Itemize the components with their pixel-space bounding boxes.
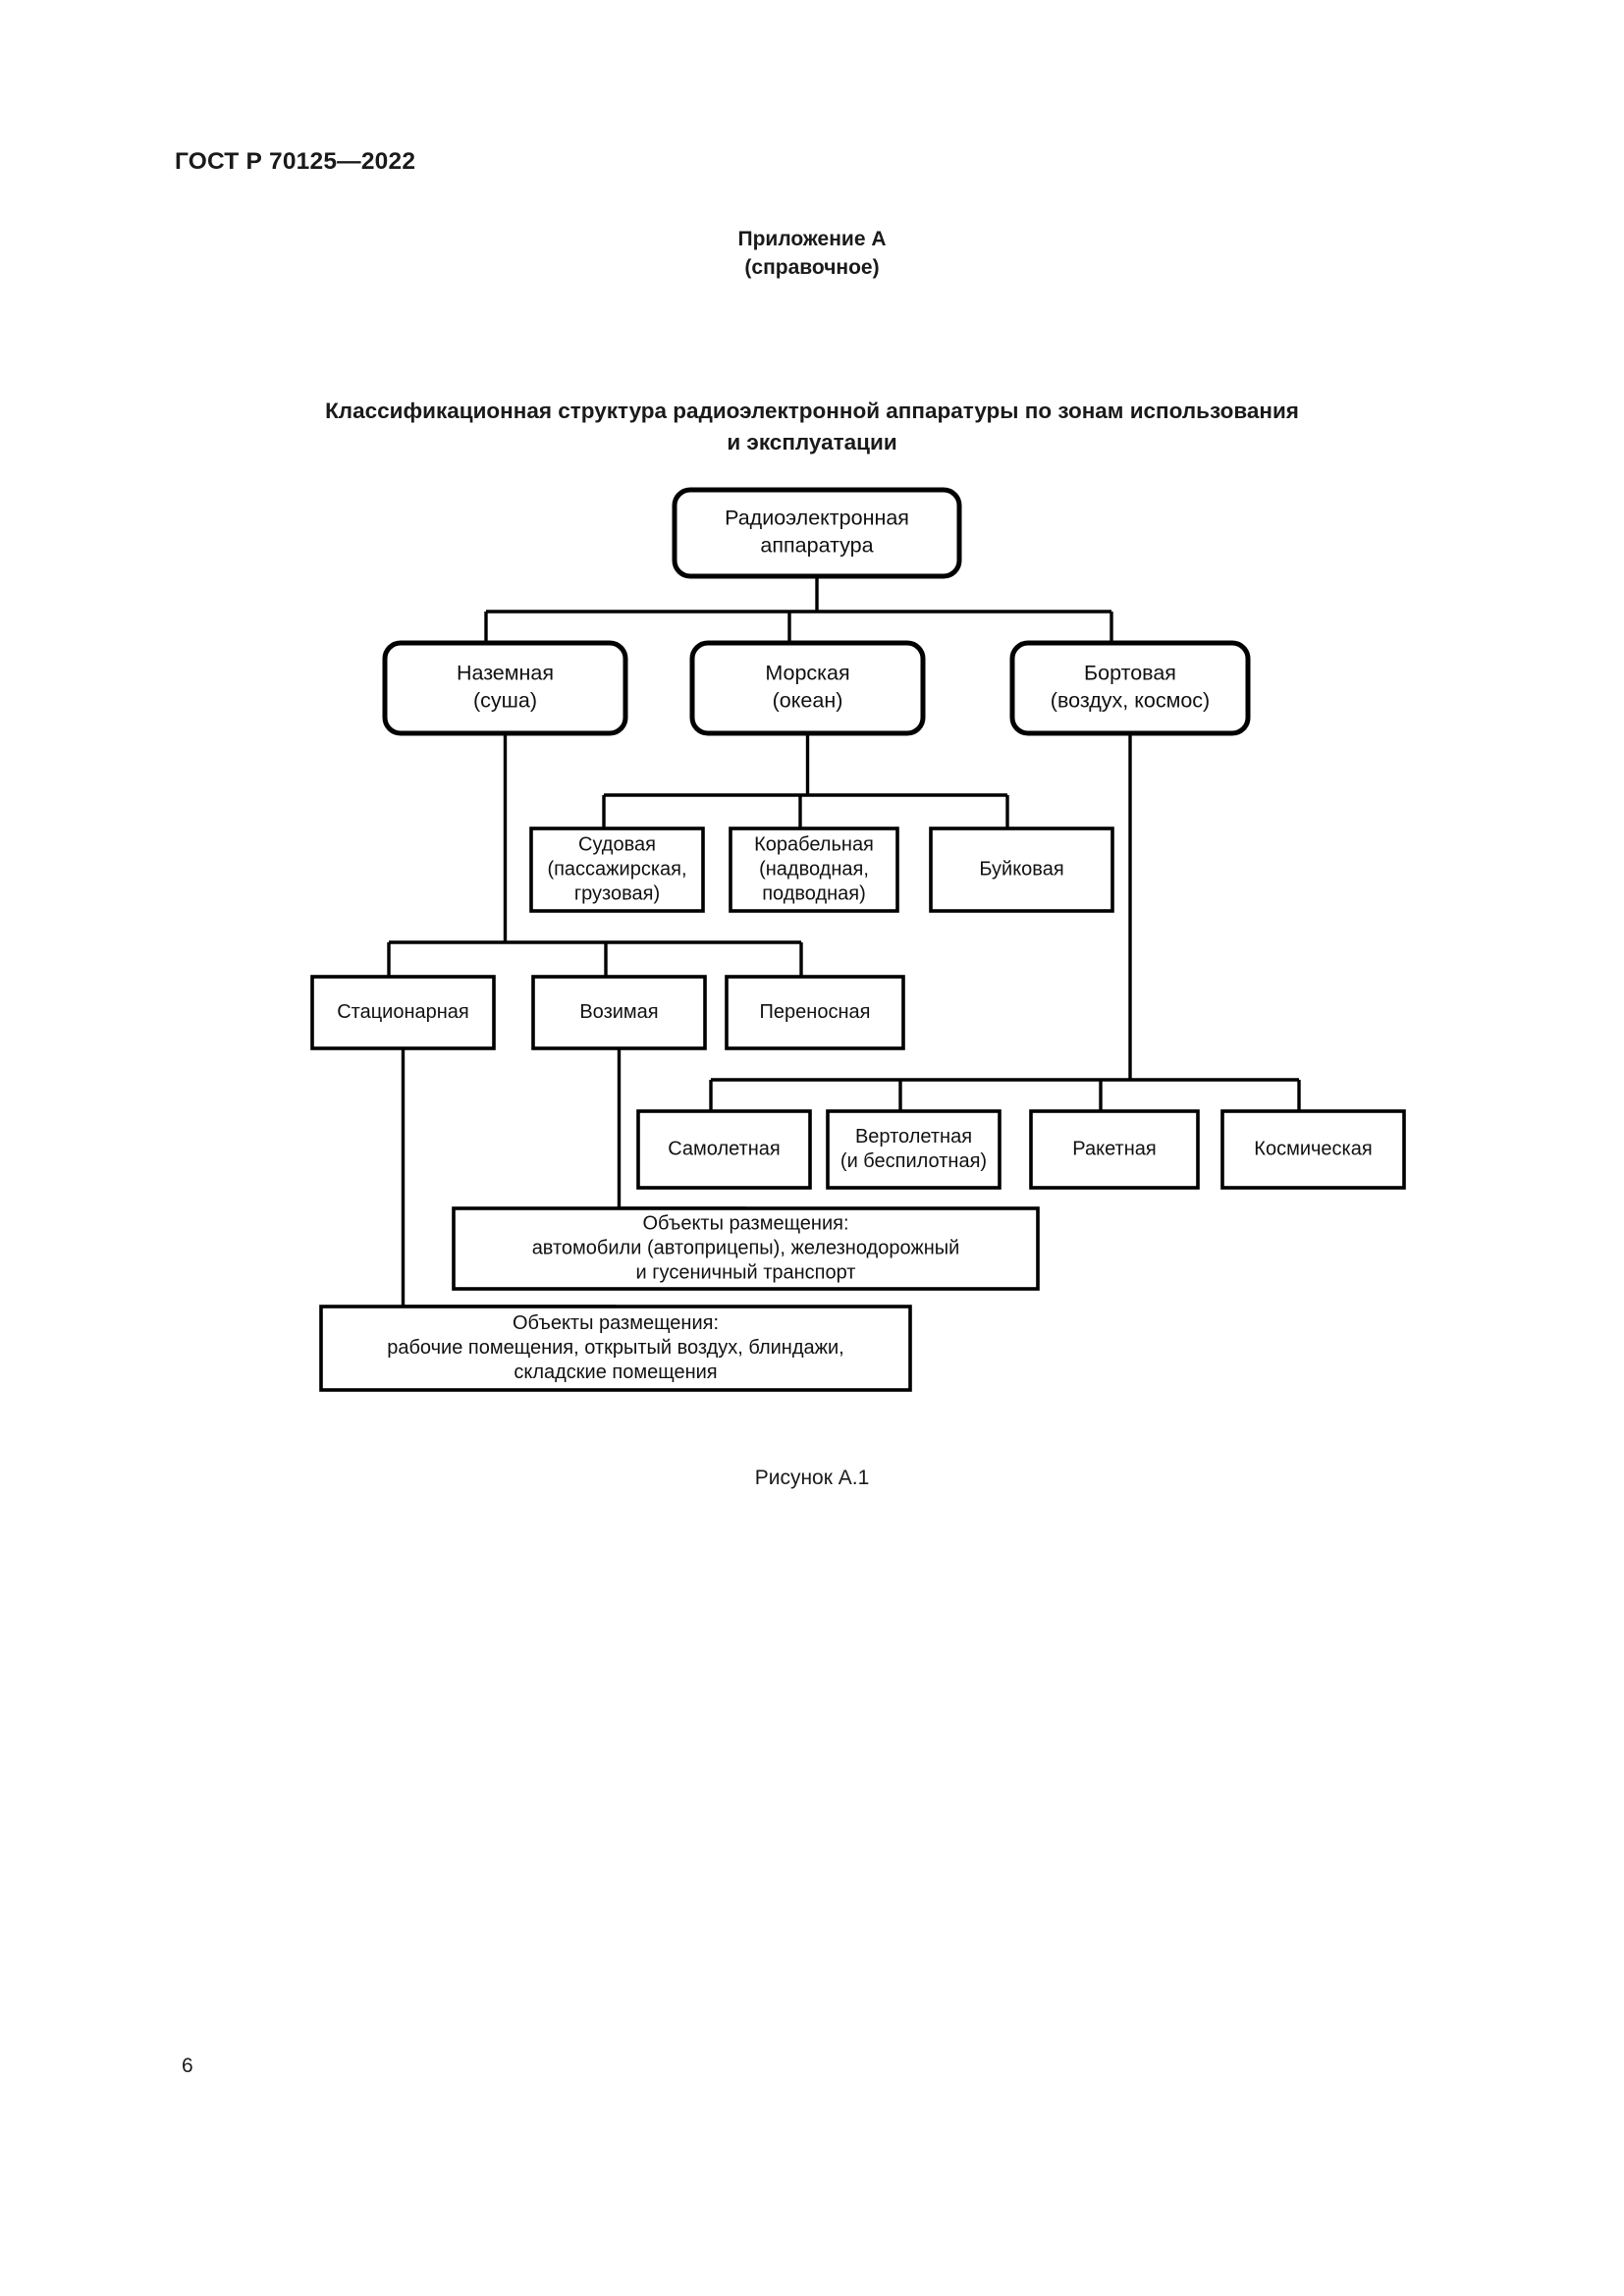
diagram-node-ground: Наземная (суша) — [382, 640, 628, 736]
diagram-node-aircraft: Самолетная — [636, 1109, 812, 1190]
diagram-node-ship: Корабельная (надводная,подводная) — [729, 827, 899, 913]
node-label: (пассажирская, — [547, 858, 686, 880]
diagram-node-portable: Переносная — [725, 975, 905, 1050]
node-label: Наземная — [457, 662, 554, 685]
node-box — [1029, 1109, 1200, 1190]
diagram-node-transportable: Возимая — [531, 975, 707, 1050]
node-label: (и беспилотная) — [840, 1150, 987, 1172]
node-label: Объекты размещения: — [513, 1312, 719, 1334]
figure-title-line-1: Классификационная структура радиоэлектро… — [325, 399, 1299, 423]
node-label: Возимая — [579, 1001, 658, 1023]
node-label: (океан) — [773, 689, 843, 713]
node-box — [725, 975, 905, 1050]
annex-heading: Приложение А (справочное) — [0, 226, 1624, 283]
node-box — [310, 975, 496, 1050]
diagram-node-rea: Радиоэлектронная аппаратура — [672, 487, 962, 579]
node-label: Корабельная — [754, 833, 874, 855]
node-box — [672, 487, 962, 579]
diagram-node-objects-premises: Объекты размещения: рабочие помещения, от… — [319, 1305, 912, 1392]
node-label: складские помещения — [514, 1362, 717, 1383]
node-box — [826, 1109, 1001, 1190]
node-label: автомобили (автоприцепы), железнодорожны… — [532, 1237, 960, 1258]
diagram-node-helicopter: Вертолетная(и беспилотная) — [826, 1109, 1001, 1190]
document-header: ГОСТ Р 70125—2022 — [175, 148, 416, 175]
node-label: (воздух, космос) — [1051, 689, 1210, 713]
node-label: Судовая — [578, 833, 656, 855]
node-label: и гусеничный транспорт — [636, 1261, 856, 1283]
diagram-node-vessel: Судовая (пассажирская,грузовая) — [529, 827, 705, 913]
annex-title: Приложение А — [737, 228, 887, 250]
node-box — [529, 827, 705, 913]
diagram-node-stationary: Стационарная — [310, 975, 496, 1050]
node-label: Вертолетная — [855, 1126, 972, 1148]
node-label: подводная) — [762, 882, 866, 904]
node-label: Ракетная — [1072, 1138, 1156, 1159]
diagram-node-onboard: Бортовая (воздух, космос) — [1009, 640, 1251, 736]
figure-caption: Рисунок А.1 — [754, 1467, 870, 1489]
node-box — [1220, 1109, 1406, 1190]
diagram-node-objects-vehicles: Объекты размещения: автомобили (автоприце… — [452, 1206, 1040, 1291]
node-label: Бортовая — [1084, 662, 1176, 685]
node-box — [929, 827, 1114, 913]
node-label: Радиоэлектронная — [725, 507, 909, 530]
node-label: аппаратура — [760, 534, 873, 558]
node-box — [531, 975, 707, 1050]
node-label: Стационарная — [337, 1001, 469, 1023]
node-label: (суша) — [473, 689, 537, 713]
node-label: (надводная, — [759, 858, 869, 880]
node-label: рабочие помещения, открытый воздух, блин… — [387, 1337, 844, 1359]
figure-title: Классификационная структура радиоэлектро… — [223, 396, 1401, 458]
node-label: Переносная — [760, 1001, 871, 1023]
node-box — [636, 1109, 812, 1190]
diagram-node-sea: Морская (океан) — [689, 640, 926, 736]
node-box — [689, 640, 926, 736]
node-label: Буйковая — [979, 858, 1063, 880]
diagram-node-buoy: Буйковая — [929, 827, 1114, 913]
node-box — [452, 1206, 1040, 1291]
node-box — [1009, 640, 1251, 736]
diagram-node-space: Космическая — [1220, 1109, 1406, 1190]
node-label: Объекты размещения: — [642, 1212, 848, 1234]
node-label: Самолетная — [668, 1138, 781, 1159]
node-box — [382, 640, 628, 736]
node-box — [319, 1305, 912, 1392]
node-box — [729, 827, 899, 913]
annex-subtitle: (справочное) — [744, 255, 880, 279]
page-number: 6 — [182, 2055, 193, 2077]
node-label: Морская — [765, 662, 849, 685]
node-label: грузовая) — [574, 882, 660, 904]
figure-title-line-2: и эксплуатации — [727, 429, 897, 454]
node-label: Космическая — [1254, 1138, 1372, 1159]
diagram-node-rocket: Ракетная — [1029, 1109, 1200, 1190]
